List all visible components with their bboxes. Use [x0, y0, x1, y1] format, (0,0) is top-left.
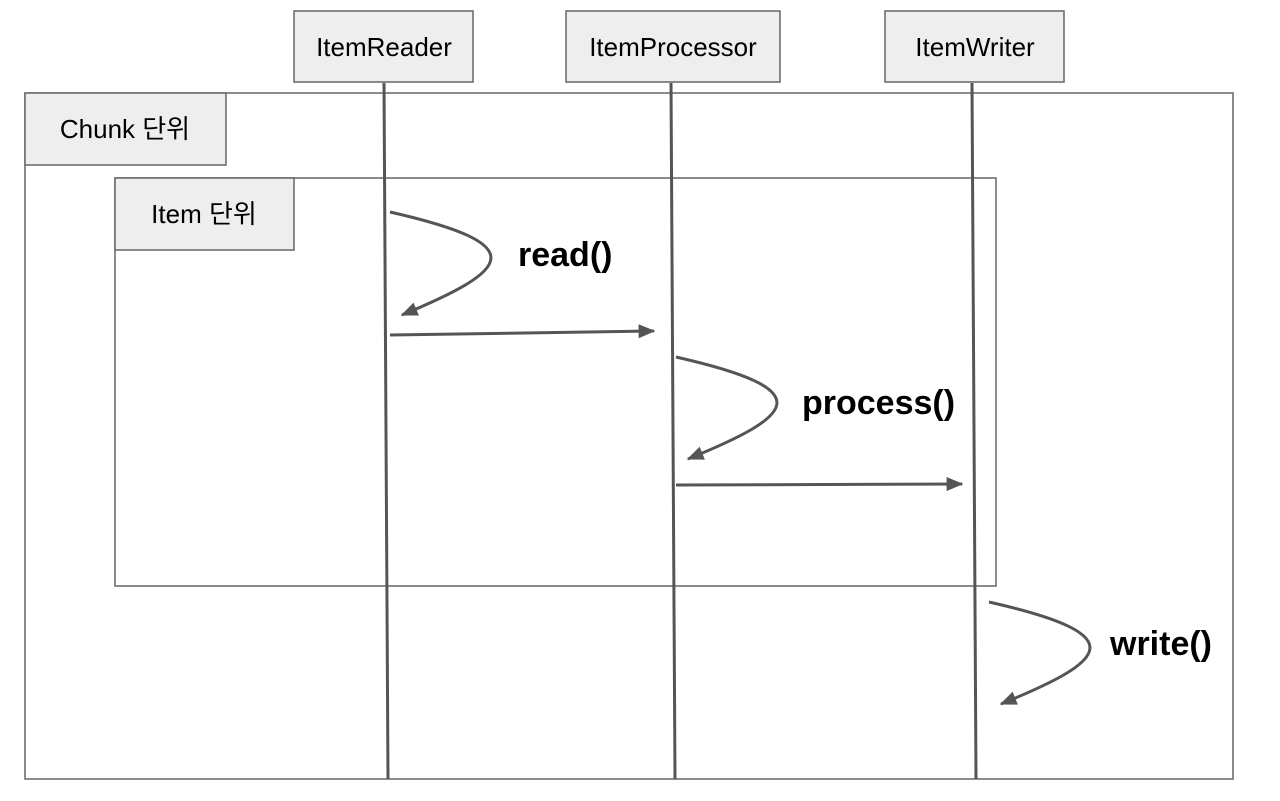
participant-label: ItemWriter [915, 32, 1035, 62]
participant-itemwriter: ItemWriter [884, 10, 1065, 83]
itemreader-lifeline [382, 82, 390, 780]
read-self-call-arrow [389, 210, 493, 317]
processor-to-writer-arrow [675, 477, 964, 492]
item-frame-label: Item 단위 [151, 199, 257, 229]
participant-box [565, 10, 781, 83]
participant-box [293, 10, 474, 83]
participant-itemreader: ItemReader [293, 10, 474, 83]
chunk-frame-label-box [24, 92, 227, 166]
itemwriter-lifeline [970, 82, 978, 780]
read-call-label: read() [518, 236, 612, 274]
participant-box [884, 10, 1065, 83]
participant-label: ItemProcessor [589, 32, 757, 62]
process-self-call-arrow [675, 355, 779, 461]
process-call-label: process() [802, 384, 955, 422]
item-frame-label-box [114, 177, 295, 251]
participant-label: ItemReader [316, 32, 452, 62]
participant-itemprocessor: ItemProcessor [565, 10, 781, 83]
chunk-frame-label: Chunk 단위 [60, 114, 190, 144]
reader-to-processor-arrow [389, 324, 656, 339]
write-self-call-arrow [988, 600, 1092, 706]
write-call-label: write() [1109, 625, 1212, 663]
itemprocessor-lifeline [669, 82, 677, 780]
item-frame: Item 단위 [114, 177, 997, 587]
